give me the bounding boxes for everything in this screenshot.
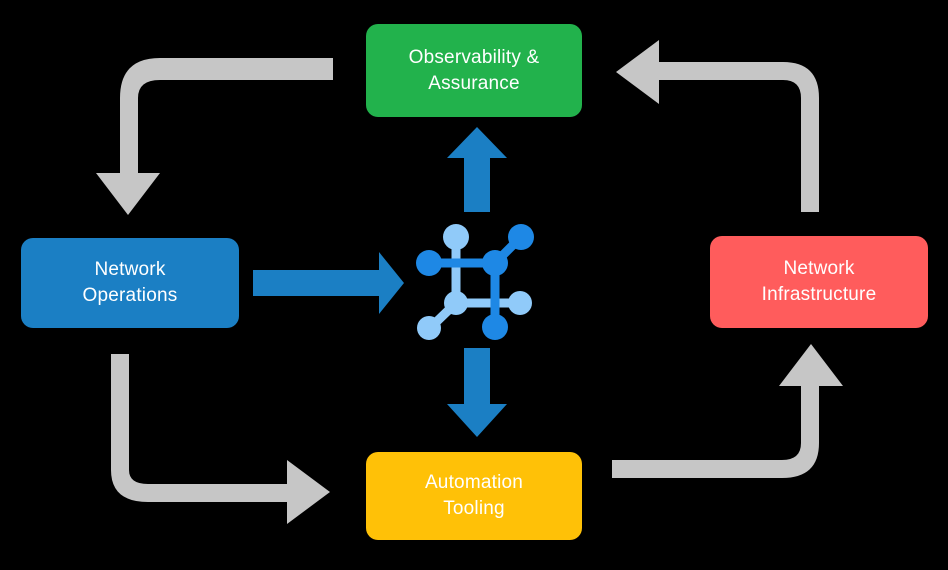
network-topology-icon: [416, 224, 534, 340]
topology-node-bottom-dark: [482, 314, 508, 340]
node-box-automation-tooling[interactable]: Automation Tooling: [366, 452, 582, 540]
topology-node-center-light: [444, 291, 468, 315]
node-box-observability[interactable]: Observability & Assurance: [366, 24, 582, 117]
topology-node-junction-dark: [482, 250, 508, 276]
topology-node-bottom-left-light: [417, 316, 441, 340]
topology-node-top-light: [443, 224, 469, 250]
arrow-center-to-automation: [447, 348, 507, 437]
node-box-network-infrastructure[interactable]: Network Infrastructure: [710, 236, 928, 328]
topology-node-right-light: [508, 291, 532, 315]
arrow-netops-to-automation: [111, 354, 330, 524]
arrow-observability-to-netops: [96, 58, 333, 215]
topology-node-left-dark: [416, 250, 442, 276]
arrow-center-to-observability: [447, 127, 507, 212]
node-box-network-operations[interactable]: Network Operations: [21, 238, 239, 328]
arrow-automation-to-netinfra: [612, 344, 843, 478]
topology-node-top-right-dark: [508, 224, 534, 250]
arrow-netops-to-center: [253, 252, 404, 314]
arrow-netinfra-to-observability: [616, 40, 819, 212]
